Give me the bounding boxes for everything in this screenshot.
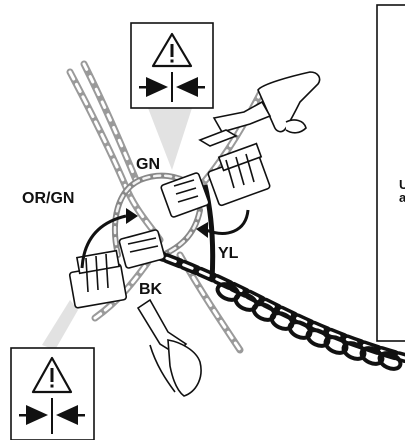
warning-box-top bbox=[130, 22, 214, 109]
connector-lower-left bbox=[68, 249, 128, 309]
compress-arrows-icon bbox=[19, 398, 85, 434]
warning-triangle-icon bbox=[31, 356, 73, 394]
bottom-callout-wedge bbox=[42, 300, 78, 350]
panel-text-line-2: a bbox=[399, 190, 405, 205]
black-twisted-cable bbox=[145, 247, 405, 363]
twisted-cable-coils bbox=[215, 282, 403, 371]
label-gn: GN bbox=[136, 156, 160, 173]
gray-wire-pair-upper-left bbox=[66, 60, 164, 244]
top-callout-wedge bbox=[148, 108, 192, 170]
connector-upper-right bbox=[207, 142, 271, 207]
compress-arrows-icon bbox=[139, 72, 205, 102]
label-or-gn: OR/GN bbox=[22, 190, 74, 207]
right-info-panel: U a bbox=[376, 4, 405, 342]
arrow-or-gn bbox=[80, 208, 138, 269]
panel-text-line-1: U bbox=[399, 177, 405, 192]
connector-lower-center bbox=[118, 229, 166, 269]
warning-triangle-icon bbox=[151, 32, 193, 68]
arrow-yl bbox=[196, 209, 250, 238]
warning-box-bottom bbox=[10, 347, 95, 440]
label-yl: YL bbox=[218, 245, 239, 262]
hand-with-crimp-tool-top bbox=[198, 71, 321, 147]
connector-center bbox=[160, 172, 210, 218]
label-bk: BK bbox=[139, 281, 163, 298]
hand-with-crimp-tool-bottom bbox=[136, 298, 202, 397]
